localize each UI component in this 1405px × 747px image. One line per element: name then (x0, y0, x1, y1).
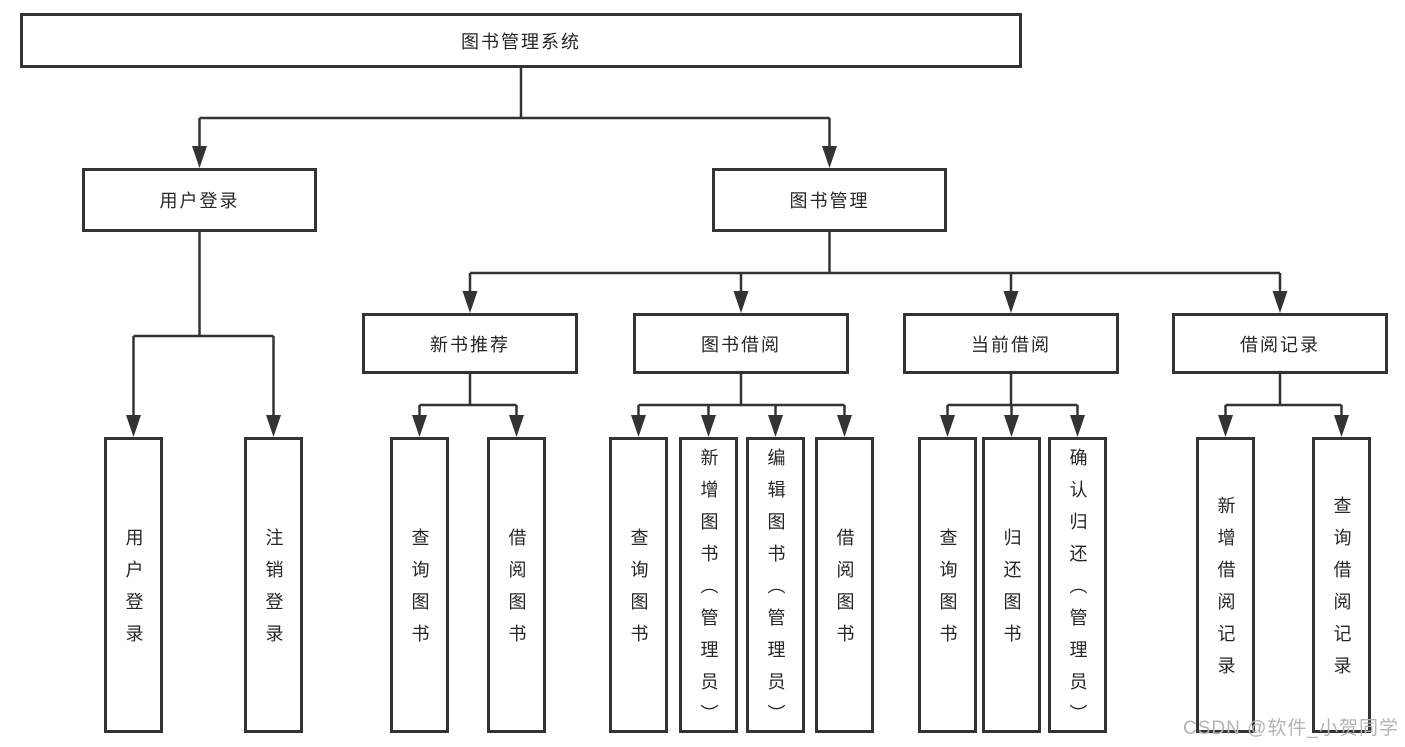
node-leaf-confirm-return-admin: 确认归还（管理员） (1048, 437, 1107, 736)
node-leaf-return-books: 归还图书 (982, 437, 1041, 733)
node-book-borrow: 图书借阅 (633, 313, 849, 374)
node-library-management-system: 图书管理系统 (20, 13, 1022, 68)
node-label: 新增借阅记录 (1215, 496, 1236, 688)
node-current-borrow: 当前借阅 (903, 313, 1119, 374)
node-new-book-recommend: 新书推荐 (362, 313, 578, 374)
node-label: 查询图书 (409, 528, 430, 656)
node-leaf-query-books: 查询图书 (609, 437, 668, 733)
node-leaf-logout: 注销登录 (244, 437, 303, 733)
node-label: 借阅图书 (506, 528, 527, 656)
node-leaf-query-books-recommend: 查询图书 (390, 437, 449, 733)
node-leaf-edit-books-admin: 编辑图书（管理员） (746, 437, 805, 736)
node-leaf-add-books-admin: 新增图书（管理员） (679, 437, 738, 736)
node-label: 借阅记录 (1240, 334, 1320, 355)
node-label: 查询图书 (937, 528, 958, 656)
node-label: 新书推荐 (430, 334, 510, 355)
node-leaf-borrow-books-recommend: 借阅图书 (487, 437, 546, 733)
node-label: 图书管理系统 (461, 31, 581, 52)
node-label: 查询图书 (628, 528, 649, 656)
node-label: 新增图书（管理员） (698, 448, 719, 736)
node-leaf-add-borrow-record: 新增借阅记录 (1196, 437, 1255, 733)
node-borrow-records: 借阅记录 (1172, 313, 1388, 374)
node-label: 确认归还（管理员） (1067, 448, 1088, 736)
node-leaf-user-login: 用户登录 (104, 437, 163, 733)
node-book-management: 图书管理 (712, 168, 947, 232)
node-label: 注销登录 (263, 528, 284, 656)
csdn-watermark: CSDN @软件_小贺同学 (1183, 718, 1399, 739)
node-label: 编辑图书（管理员） (765, 448, 786, 736)
node-label: 借阅图书 (834, 528, 855, 656)
node-leaf-query-borrow-record: 查询借阅记录 (1312, 437, 1371, 733)
node-leaf-query-books-current: 查询图书 (918, 437, 977, 733)
node-leaf-borrow-books: 借阅图书 (815, 437, 874, 733)
node-label: 图书管理 (789, 191, 870, 211)
node-label: 用户登录 (123, 528, 144, 656)
node-label: 归还图书 (1001, 528, 1022, 656)
node-user-login: 用户登录 (82, 168, 317, 232)
node-label: 图书借阅 (701, 334, 781, 355)
node-label: 查询借阅记录 (1331, 496, 1352, 688)
node-label: 当前借阅 (971, 334, 1051, 355)
node-label: 用户登录 (159, 191, 240, 211)
